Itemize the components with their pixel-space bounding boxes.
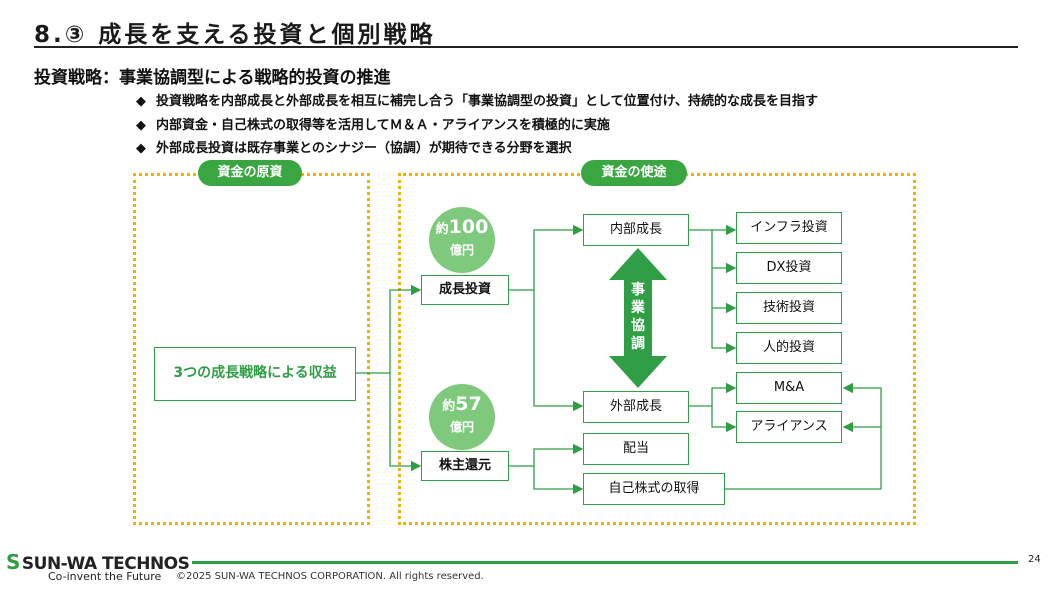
company-tagline: Co-invent the Future xyxy=(48,570,162,583)
logo-mark-icon: S xyxy=(6,550,20,574)
return-amount-circle: 約57 億円 xyxy=(429,384,495,450)
source-revenue-box: 3つの成長戦略による収益 xyxy=(154,347,356,401)
diamond-bullet-icon: ◆ xyxy=(136,94,146,109)
section-subtitle: 投資戦略：事業協調型による戦略的投資の推進 xyxy=(34,68,391,88)
infra-investment-box: インフラ投資 xyxy=(736,212,842,244)
internal-growth-box: 内部成長 xyxy=(583,214,689,246)
page-number: 24 xyxy=(1028,554,1041,565)
growth-amount-circle: 約100 億円 xyxy=(429,207,495,273)
page-title: 8.③ 成長を支える投資と個別戦略 xyxy=(34,22,436,48)
footer-rule xyxy=(192,561,1018,564)
synergy-label: 事 業 協 調 xyxy=(631,282,645,352)
diamond-bullet-icon: ◆ xyxy=(136,141,146,156)
human-investment-box: 人的投資 xyxy=(736,332,842,364)
bullet-item: ◆内部資金・自己株式の取得等を活用してＭ＆Ａ・アライアンスを積極的に実施 xyxy=(136,118,610,133)
ma-box: M&A xyxy=(736,372,842,404)
copyright-notice: ©2025 SUN-WA TECHNOS CORPORATION. All ri… xyxy=(176,571,484,582)
synergy-double-arrow-icon xyxy=(609,248,667,388)
alliance-box: アライアンス xyxy=(736,411,842,443)
external-growth-box: 外部成長 xyxy=(583,391,689,423)
diamond-bullet-icon: ◆ xyxy=(136,118,146,133)
title-underline xyxy=(34,46,1018,48)
growth-investment-box: 成長投資 xyxy=(421,275,509,305)
funding-use-label: 資金の使途 xyxy=(581,160,687,186)
tech-investment-box: 技術投資 xyxy=(736,292,842,324)
bullet-item: ◆外部成長投資は既存事業とのシナジー（協調）が期待できる分野を選択 xyxy=(136,141,572,156)
buyback-box: 自己株式の取得 xyxy=(583,473,725,505)
funding-source-label: 資金の原資 xyxy=(198,160,302,186)
shareholder-return-box: 株主還元 xyxy=(421,451,509,481)
dx-investment-box: DX投資 xyxy=(736,252,842,284)
bullet-item: ◆投資戦略を内部成長と外部成長を相互に補完し合う「事業協調型の投資」として位置付… xyxy=(136,94,818,109)
dividend-box: 配当 xyxy=(583,433,689,465)
